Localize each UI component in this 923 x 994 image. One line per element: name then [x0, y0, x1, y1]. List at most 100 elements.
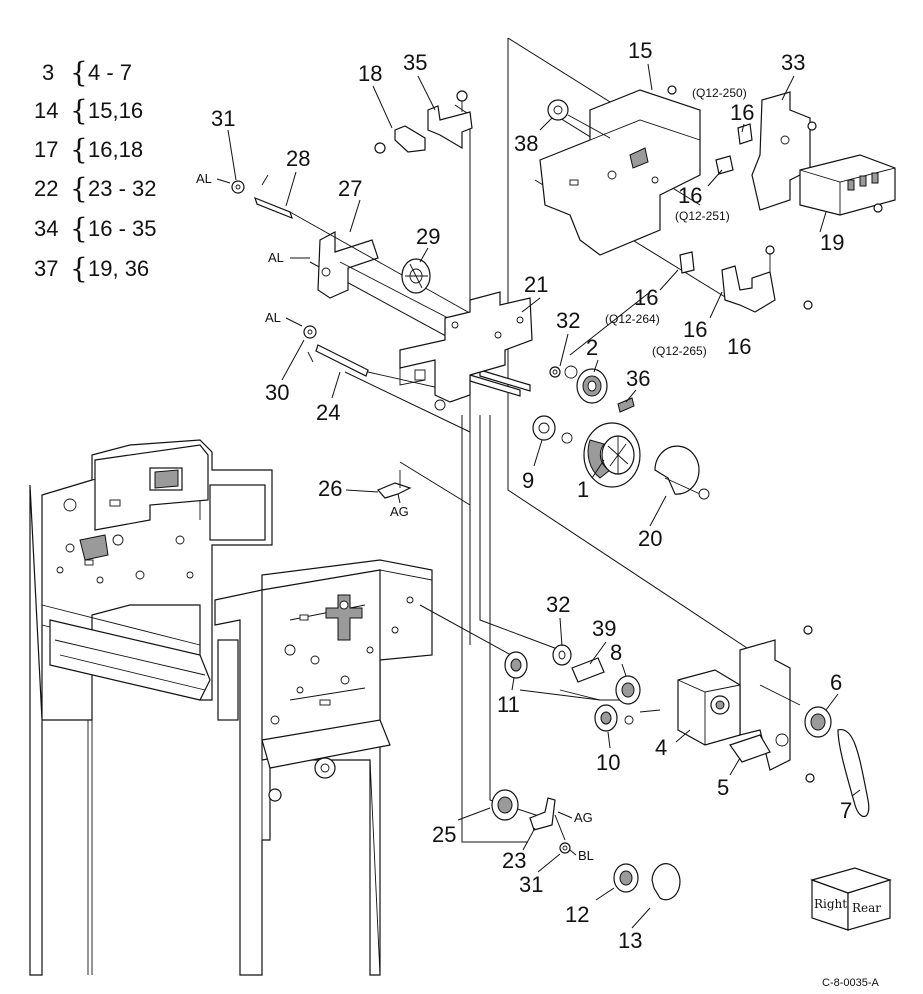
bracket-27 — [376, 470, 412, 499]
legend-brace: { — [70, 133, 88, 166]
legend-parent: 22 — [34, 176, 58, 201]
machine-frame-rear — [29, 439, 273, 976]
gear-2 — [576, 368, 608, 404]
callout-16-q12-251: 16 — [678, 183, 702, 208]
legend-children: 4 - 7 — [88, 60, 132, 85]
shaft-29 — [254, 174, 293, 220]
motor-4 — [677, 669, 741, 746]
callout-8: 8 — [610, 640, 622, 665]
callout-32-upper: 31 — [211, 106, 235, 131]
bracket-18 — [721, 245, 813, 313]
e-clip-31-lower — [559, 842, 571, 854]
tag-ag: AG — [574, 810, 593, 825]
tag-al: AL — [196, 171, 212, 186]
e-clip-32-lower — [549, 365, 578, 379]
bracket-36 — [427, 90, 473, 150]
gear-1 — [583, 422, 641, 488]
tag-ag: AG — [390, 504, 409, 519]
bracket-5 — [729, 734, 815, 783]
legend-parent: 3 — [42, 60, 54, 85]
part-references: (Q12-250) (Q12-251) (Q12-264) (Q12-265) — [605, 86, 747, 358]
screw-38 — [617, 397, 635, 413]
bracket-19 — [374, 125, 426, 154]
assembly-legend: 3 { 4 - 7 14 { 15,16 17 { 16,18 22 { 23 … — [34, 56, 157, 285]
callout-15: 15 — [628, 38, 652, 63]
callout-30: 29 — [416, 224, 440, 249]
callout-32-lower: 32 — [556, 308, 580, 333]
ref-q12-265: (Q12-265) — [652, 344, 707, 358]
tag-bl: BL — [578, 848, 594, 863]
callout-25: 24 — [316, 400, 340, 425]
e-clip-31-upper — [303, 325, 317, 339]
legend-parent: 17 — [34, 137, 58, 162]
legend-parent: 14 — [34, 98, 58, 123]
document-id: C-8-0035-A — [822, 977, 880, 989]
legend-children: 23 - 32 — [88, 176, 157, 201]
callout-10: 10 — [596, 750, 620, 775]
callout-23: 21 — [524, 272, 548, 297]
orientation-cube: Right Rear — [810, 867, 892, 931]
callout-20: 19 — [820, 230, 844, 255]
legend-children: 16 - 35 — [88, 216, 157, 241]
connector-block-20 — [799, 154, 896, 216]
callout-18: 16 — [727, 334, 751, 359]
callout-24: 23 — [502, 848, 526, 873]
connection-tags: AL AL AL AG AG BL — [196, 171, 594, 863]
gear-26 — [491, 789, 519, 821]
sensor-16-q12-250 — [737, 123, 753, 145]
callout-5: 5 — [717, 775, 729, 800]
bracket-23 — [399, 291, 533, 411]
gear-10 — [594, 704, 634, 732]
callout-12: 12 — [565, 902, 589, 927]
bracket-35 — [751, 91, 817, 211]
callout-1: 1 — [577, 477, 589, 502]
legend-children: 15,16 — [88, 98, 143, 123]
bracket-15 — [539, 85, 701, 256]
e-clip-32-upper — [231, 180, 245, 194]
legend-brace: { — [70, 252, 88, 285]
callout-16-q12-250: 16 — [730, 100, 754, 125]
callout-6: 6 — [830, 670, 842, 695]
callout-35: 33 — [781, 50, 805, 75]
callout-2: 2 — [586, 335, 598, 360]
machine-frame-front — [214, 559, 433, 976]
link-40 — [559, 657, 620, 701]
sensor-16-q12-264 — [679, 251, 695, 274]
ref-q12-264: (Q12-264) — [605, 312, 660, 326]
callout-labels: 1 2 4 5 6 7 8 9 10 11 12 13 15 16 16 16 … — [211, 38, 852, 953]
callout-21: 20 — [638, 526, 662, 551]
gear-21 — [654, 445, 710, 500]
legend-brace: { — [70, 94, 88, 127]
legend-parent: 37 — [34, 256, 58, 281]
bracket-28 — [317, 231, 379, 299]
callout-16-q12-264: 16 — [634, 285, 658, 310]
tag-al: AL — [268, 250, 284, 265]
callout-7: 7 — [840, 798, 852, 823]
callout-29: 28 — [286, 146, 310, 171]
callout-33: 32 — [546, 592, 570, 617]
legend-children: 16,18 — [88, 137, 143, 162]
callout-38: 36 — [626, 366, 650, 391]
ref-q12-251: (Q12-251) — [675, 209, 730, 223]
gear-12 — [613, 863, 639, 893]
callout-27: 26 — [318, 476, 342, 501]
bushing-9 — [532, 415, 573, 444]
callout-31-upper: 30 — [265, 380, 289, 405]
callout-19: 18 — [358, 61, 382, 86]
callout-4: 4 — [655, 735, 667, 760]
bracket-plate-3 — [739, 625, 813, 771]
orientation-rear-label: Rear — [852, 901, 881, 915]
legend-children: 19, 36 — [88, 256, 149, 281]
callout-26: 25 — [432, 822, 456, 847]
pulley-6 — [804, 706, 832, 738]
shaft-25 — [307, 344, 369, 377]
callout-leaders — [227, 63, 861, 929]
gear-13 — [651, 863, 681, 901]
callout-13: 13 — [618, 928, 642, 953]
belt-7 — [837, 729, 870, 817]
tag-al: AL — [265, 310, 281, 325]
gear-30 — [401, 258, 431, 294]
callout-36: 35 — [403, 50, 427, 75]
callout-11: 11 — [497, 692, 520, 717]
